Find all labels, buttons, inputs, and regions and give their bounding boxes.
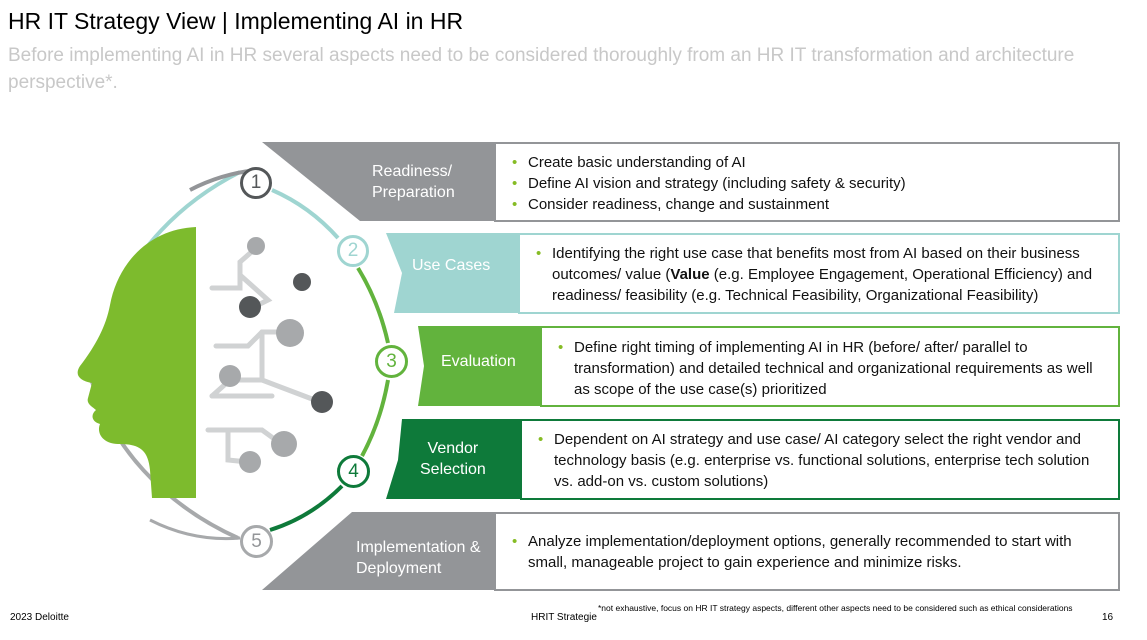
circuit-node [293, 273, 311, 291]
footnote: *not exhaustive, focus on HR IT strategy… [598, 603, 1073, 613]
step-number-1: 1 [240, 167, 272, 199]
bullet: Create basic understanding of AI [506, 152, 1108, 173]
band-label-readiness: Readiness/Preparation [372, 163, 455, 201]
step-4-content-box: Dependent on AI strategy and use case/ A… [520, 419, 1120, 500]
band-shape-1 [262, 142, 494, 221]
band-shape-5 [262, 512, 494, 590]
step-5-content-box: Analyze implementation/deployment option… [494, 512, 1120, 591]
step-number-4: 4 [337, 455, 370, 488]
band-shape-2 [386, 233, 518, 313]
page-title: HR IT Strategy View | Implementing AI in… [8, 8, 464, 34]
step-2-content-box: Identifying the right use case that bene… [518, 233, 1120, 314]
footer-section: HRIT Strategie [531, 612, 597, 623]
band-label-evaluation: Evaluation [441, 353, 516, 370]
inner-arc-green [356, 266, 390, 344]
band-label-use-cases: Use Cases [412, 257, 491, 274]
inner-arc-green-2 [360, 379, 390, 457]
band-shape-4 [386, 419, 520, 499]
bullet: Define AI vision and strategy (including… [506, 173, 1108, 194]
step-number-2: 2 [337, 235, 369, 267]
step-number-3: 3 [375, 345, 408, 378]
bullet: Dependent on AI strategy and use case/ A… [532, 429, 1108, 492]
page-subtitle: Before implementing AI in HR several asp… [8, 45, 1075, 93]
circuit-node [239, 451, 261, 473]
bullet: Consider readiness, change and sustainme… [506, 194, 1108, 215]
footer-copyright: 2023 Deloitte [10, 612, 69, 623]
face-silhouette [77, 227, 196, 498]
step-1-content-box: Create basic understanding of AI Define … [494, 142, 1120, 222]
circuit-node [219, 365, 241, 387]
band-label-implementation: Implementation &Deployment [356, 539, 481, 577]
inner-arc-teal [271, 188, 340, 240]
step-3-content-box: Define right timing of implementing AI i… [540, 326, 1120, 407]
inner-arc-darkgreen [269, 484, 344, 532]
circuit-node [247, 237, 265, 255]
bullet: Identifying the right use case that bene… [530, 243, 1108, 306]
page-number: 16 [1102, 612, 1114, 623]
band-shape-3 [418, 326, 540, 406]
value-emphasis: Value [670, 266, 710, 283]
step-number-5: 5 [240, 525, 273, 558]
circuit-node [311, 391, 333, 413]
bullet: Define right timing of implementing AI i… [552, 337, 1108, 400]
circuit-node [271, 431, 297, 457]
bullet: Analyze implementation/deployment option… [506, 531, 1108, 573]
inner-arc-grey-2 [149, 518, 241, 541]
circuit-node [239, 296, 261, 318]
circuit-node [276, 319, 304, 347]
